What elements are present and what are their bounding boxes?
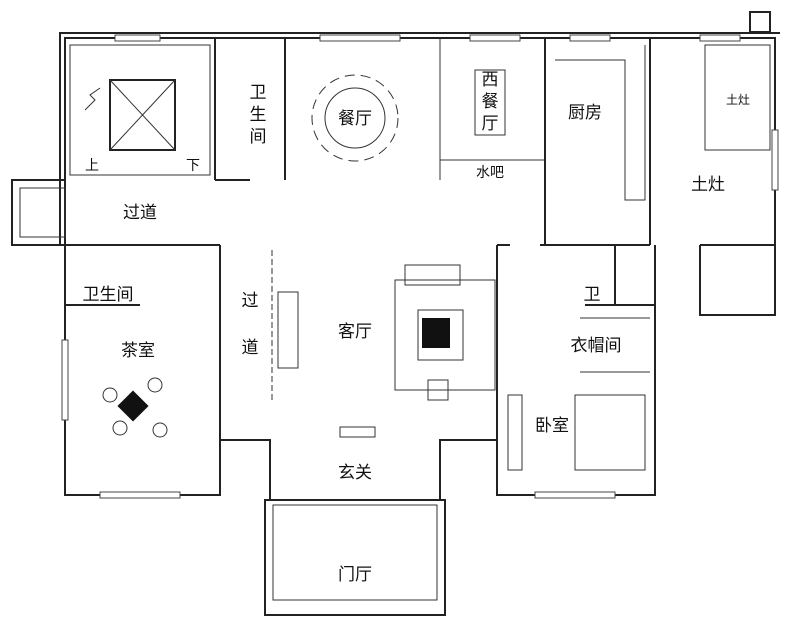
label-western-dining: 餐	[482, 92, 499, 112]
label-closet: 衣帽间	[571, 336, 622, 356]
entrance-porch	[264, 499, 446, 616]
label-kitchen: 厨房	[568, 103, 602, 123]
bedroom-cabinet	[507, 394, 523, 471]
label-stove-room: 土灶	[691, 175, 725, 195]
bed	[574, 394, 646, 471]
label-dining: 餐厅	[338, 109, 372, 129]
shoe-cabinet	[339, 426, 376, 438]
label-stove: 土灶	[726, 93, 750, 107]
western-dining-table	[474, 69, 506, 136]
label-bath-top: 卫	[250, 83, 267, 103]
label-bath-right: 卫	[584, 285, 601, 305]
kitchen-counter	[555, 45, 646, 201]
round-dining-table	[311, 74, 399, 162]
wardrobe	[580, 317, 650, 373]
stove	[704, 44, 771, 151]
interior-walls	[60, 38, 775, 440]
label-entrance-hall: 门厅	[338, 565, 372, 585]
staircase	[69, 44, 211, 176]
sofa-set	[394, 264, 496, 401]
label-tea-room: 茶室	[121, 341, 155, 361]
label-western-dining: 西	[482, 70, 499, 90]
exterior-walls	[11, 11, 780, 616]
label-stairs-up: 上	[85, 158, 99, 174]
label-bedroom: 卧室	[535, 416, 569, 436]
tea-table	[102, 377, 168, 438]
label-corridor-vertical: 过	[242, 291, 259, 311]
label-bath-top: 生	[250, 105, 267, 125]
label-bath-left: 卫生间	[83, 285, 134, 305]
windows	[61, 34, 779, 499]
label-stairs-down: 下	[186, 158, 200, 174]
tv-cabinet	[277, 291, 299, 369]
label-corridor-vertical: 道	[242, 338, 259, 358]
chimney	[749, 11, 771, 33]
label-western-dining: 厅	[482, 114, 499, 134]
label-living: 客厅	[338, 322, 372, 342]
label-corridor: 过道	[123, 203, 157, 223]
label-foyer: 玄关	[338, 463, 372, 483]
label-water-bar: 水吧	[476, 165, 504, 181]
label-bath-top: 间	[250, 127, 267, 147]
